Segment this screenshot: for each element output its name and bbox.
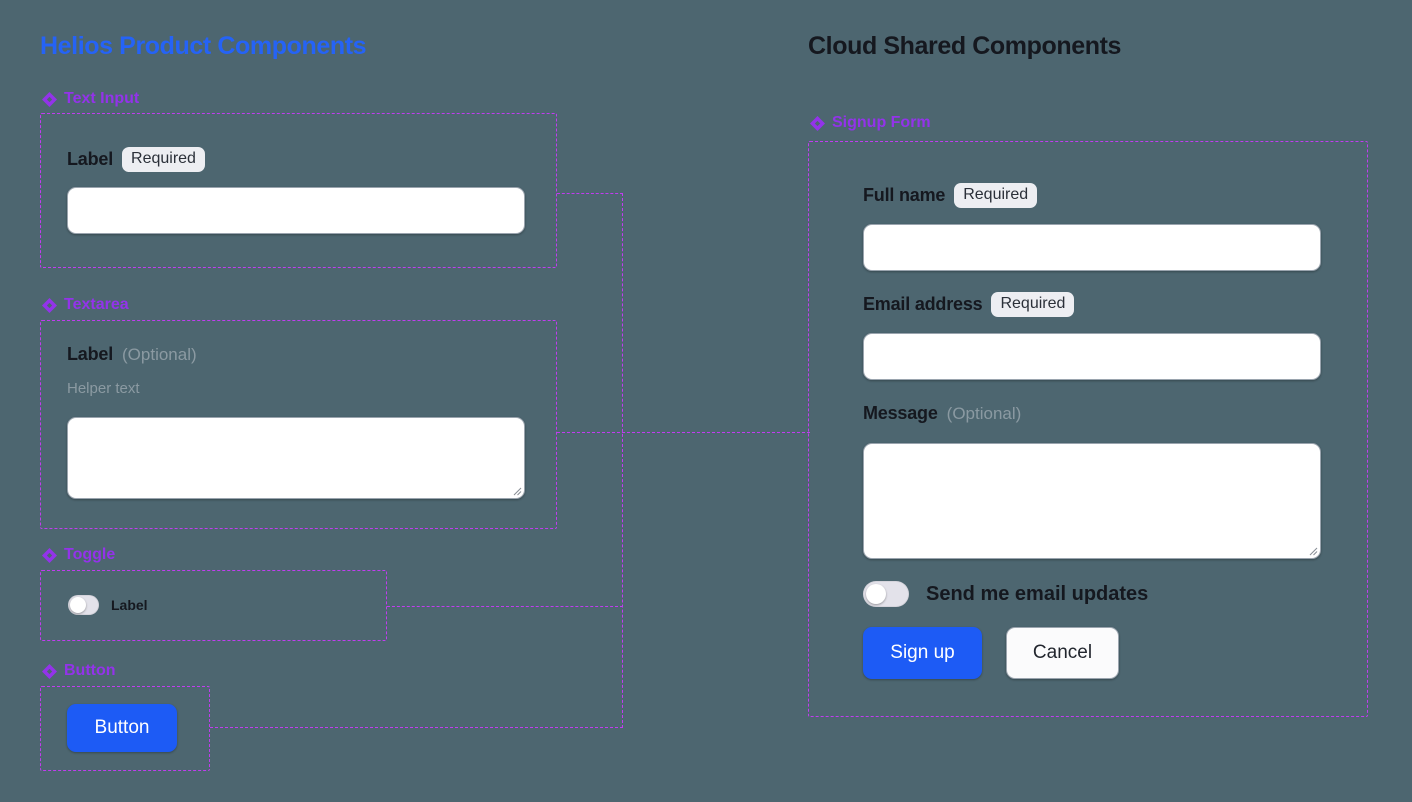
diamond-icon (42, 297, 57, 313)
diamond-icon (42, 663, 57, 679)
full-name-label-row: Full name Required (863, 183, 1038, 208)
diamond-icon (42, 547, 57, 563)
textarea-helper-text: Helper text (67, 380, 140, 397)
toggle-knob (70, 597, 86, 613)
text-input-label: Label (67, 148, 114, 169)
connector-text-input (557, 193, 623, 194)
section-caption-toggle: Toggle (42, 546, 115, 564)
text-input-required-badge: Required (122, 147, 205, 172)
section-caption-label: Signup Form (832, 114, 931, 131)
email-required-badge: Required (991, 292, 1075, 317)
diamond-icon (42, 91, 57, 107)
connector-button (210, 727, 623, 728)
textarea-field[interactable] (67, 417, 525, 499)
email-label: Email address (863, 293, 983, 314)
full-name-required-badge: Required (954, 183, 1038, 208)
email-updates-toggle[interactable] (863, 581, 909, 607)
connector-toggle (387, 606, 623, 607)
email-updates-label: Send me email updates (926, 582, 1149, 605)
section-caption-label: Text Input (64, 90, 140, 107)
toggle-row: Label (68, 595, 148, 615)
connector-vertical-trunk (622, 193, 623, 728)
text-input-field[interactable] (67, 187, 525, 234)
cancel-button[interactable]: Cancel (1006, 627, 1119, 679)
textarea-label-row: Label (Optional) (67, 344, 197, 365)
page-title-left: Helios Product Components (40, 32, 367, 60)
message-optional-badge: (Optional) (946, 403, 1022, 423)
textarea-optional-badge: (Optional) (122, 344, 197, 364)
full-name-label: Full name (863, 184, 946, 205)
message-wrapper (863, 443, 1321, 559)
full-name-input[interactable] (863, 224, 1321, 271)
outline-textarea (40, 320, 557, 529)
email-input[interactable] (863, 333, 1321, 380)
demo-button[interactable]: Button (67, 704, 177, 752)
email-label-row: Email address Required (863, 292, 1075, 317)
section-caption-label: Toggle (64, 546, 116, 563)
outline-text-input (40, 113, 557, 268)
connector-textarea-to-form (557, 432, 810, 433)
message-textarea[interactable] (863, 443, 1321, 559)
toggle-label: Label (111, 597, 148, 613)
email-updates-row: Send me email updates (863, 581, 1148, 607)
outline-toggle (40, 570, 387, 641)
textarea-label: Label (67, 344, 114, 364)
toggle-knob (866, 584, 886, 604)
outline-button (40, 686, 210, 771)
page-title-right: Cloud Shared Components (808, 32, 1122, 60)
toggle-switch[interactable] (68, 595, 99, 615)
sign-up-button[interactable]: Sign up (863, 627, 982, 679)
outline-signup-form (808, 141, 1368, 717)
message-label-row: Message (Optional) (863, 403, 1021, 424)
section-caption-text-input: Text Input (42, 90, 139, 108)
section-caption-label: Textarea (64, 296, 129, 313)
section-caption-textarea: Textarea (42, 296, 129, 314)
section-caption-signup-form: Signup Form (810, 114, 931, 132)
section-caption-button: Button (42, 662, 116, 680)
text-input-label-row: Label Required (67, 147, 205, 172)
diamond-icon (810, 115, 825, 131)
textarea-wrapper (67, 417, 525, 499)
message-label: Message (863, 403, 938, 423)
section-caption-label: Button (64, 662, 116, 679)
